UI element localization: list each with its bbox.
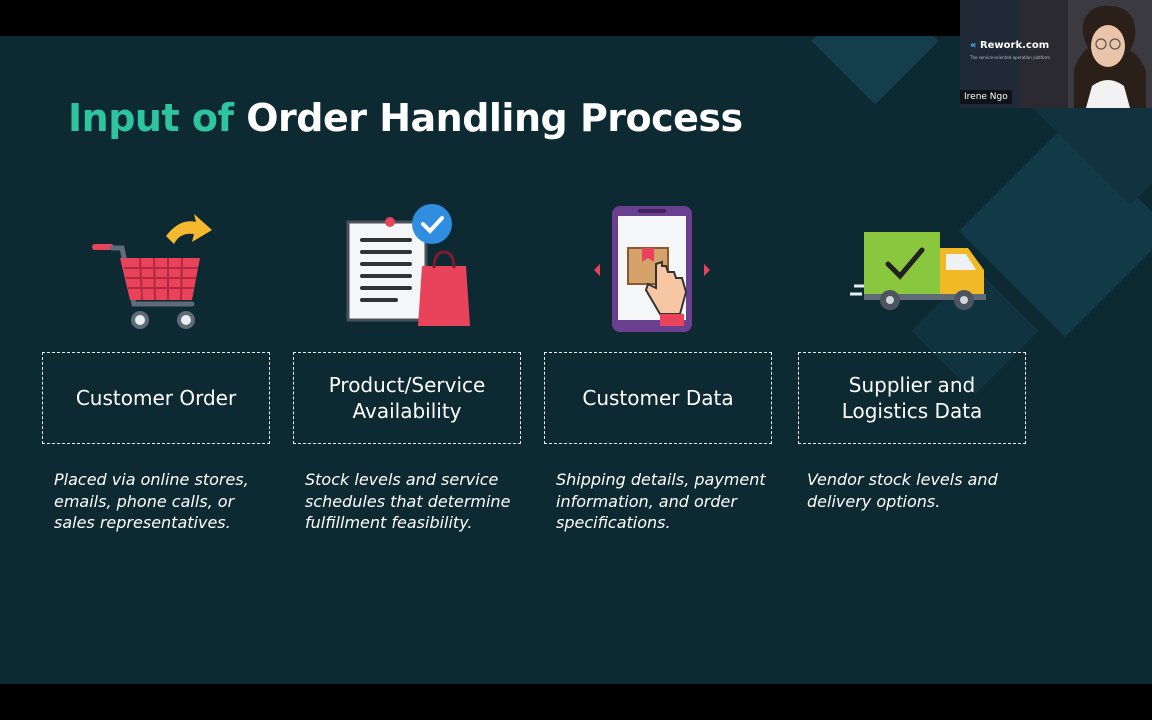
card-heading-line1: Product/Service bbox=[328, 373, 486, 397]
description-customer-order: Placed via online stores, emails, phone … bbox=[54, 470, 249, 532]
card-heading-line1: Customer Order bbox=[75, 386, 237, 410]
title-main: Order Handling Process bbox=[246, 96, 743, 140]
description-supplier-logistics-data: Vendor stock levels and delivery options… bbox=[807, 470, 998, 511]
delivery-truck-icon bbox=[850, 232, 986, 310]
title-accent: Input of bbox=[68, 96, 234, 140]
shopping-cart-icon bbox=[92, 214, 212, 329]
description-customer-data: Shipping details, payment information, a… bbox=[556, 470, 766, 532]
invoice-bag-icon bbox=[346, 204, 470, 326]
presenter-video bbox=[1068, 0, 1152, 108]
slide-title: Input of Order Handling Process bbox=[68, 96, 743, 140]
rework-tagline: The service-oriented operation platform bbox=[970, 55, 1051, 60]
presentation-slide bbox=[0, 36, 1152, 684]
card-supplier-logistics-data: Supplier and Logistics Data bbox=[798, 352, 1026, 444]
card-heading-line1: Customer Data bbox=[582, 386, 734, 410]
rework-logo-text: Rework.com bbox=[979, 40, 1050, 51]
webcam-overlay: « Rework.com The service-oriented operat… bbox=[960, 0, 1152, 108]
rework-logo: « Rework.com bbox=[970, 40, 1049, 51]
card-heading-line2: Availability bbox=[352, 399, 462, 423]
card-heading-line1: Supplier and bbox=[848, 373, 976, 397]
card-customer-data: Customer Data bbox=[544, 352, 772, 444]
card-product-service-availability: Product/Service Availability bbox=[293, 352, 521, 444]
rework-logo-icon: « bbox=[970, 40, 977, 51]
mobile-shopping-icon bbox=[594, 206, 710, 332]
description-product-service-availability: Stock levels and service schedules that … bbox=[305, 470, 511, 532]
card-heading-line2: Logistics Data bbox=[841, 399, 983, 423]
participant-name-label: Irene Ngo bbox=[960, 90, 1012, 104]
card-customer-order: Customer Order bbox=[42, 352, 270, 444]
bg-decoration bbox=[811, 36, 939, 105]
